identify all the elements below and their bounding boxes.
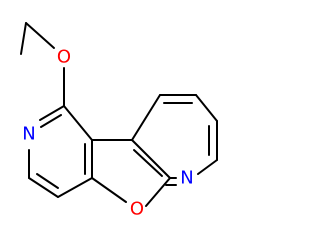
c-c-bond-lower-left — [28, 177, 59, 198]
c-c-bond-top-right — [195, 94, 218, 122]
furan-oxygen-label: O — [130, 199, 144, 220]
ethyl-ch2-bond — [25, 22, 55, 49]
c-n-double-bond-inner — [40, 114, 62, 128]
c-c-double-fusion-right-inner — [133, 149, 163, 177]
c-c-bond-bottom — [57, 177, 93, 198]
c-c-bond-upper-inner — [63, 105, 93, 141]
right-nitrogen-label: N — [180, 168, 193, 189]
c-o-furan-left — [91, 177, 127, 203]
ether-oxygen-label: O — [57, 47, 71, 68]
c-c-bond-right-upper — [131, 94, 161, 141]
c-c-double-bond-lower-left-inner — [36, 173, 59, 189]
c-c-fusion-right — [131, 139, 171, 179]
ethyl-terminal-bond — [20, 22, 27, 55]
molecule-drawing: O N N O — [20, 22, 218, 220]
c-n-bond-left — [39, 105, 65, 121]
c-o-furan-right — [145, 177, 171, 207]
c-n-bond-right — [197, 159, 218, 175]
structure-diagram: O N N O — [20, 22, 218, 220]
left-nitrogen-label: N — [22, 124, 35, 145]
